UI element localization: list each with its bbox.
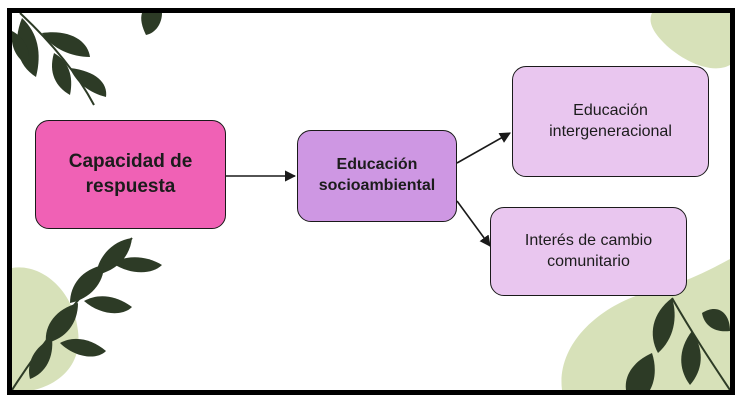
green-blob-top-right <box>650 13 730 69</box>
node-label: Educación intergeneracional <box>549 101 672 140</box>
node-capacidad-de-respuesta: Capacidad de respuesta <box>35 120 226 229</box>
leaf-branch-bottom-right-icon <box>625 297 730 390</box>
node-label: Educación socioambiental <box>318 156 436 194</box>
node-educacion-socioambiental: Educación socioambiental <box>297 130 457 222</box>
diagram-frame: Capacidad de respuesta Educación socioam… <box>7 8 735 395</box>
background-decoration <box>12 13 730 390</box>
node-label: Interés de cambio comunitario <box>524 231 653 270</box>
node-interes-de-cambio-comunitario: Interés de cambio comunitario <box>490 207 687 296</box>
green-blob-bottom-left <box>12 267 79 390</box>
connector-educacion-intergeneracional <box>456 132 511 164</box>
connector-educacion-interes <box>456 200 491 247</box>
leaf-branch-top-left-icon <box>12 13 107 106</box>
leaf-branch-bottom-left-icon <box>12 237 162 390</box>
leaf-top-center-icon <box>141 13 162 35</box>
node-label: Capacidad de respuesta <box>68 150 193 197</box>
node-educacion-intergeneracional: Educación intergeneracional <box>512 66 709 177</box>
